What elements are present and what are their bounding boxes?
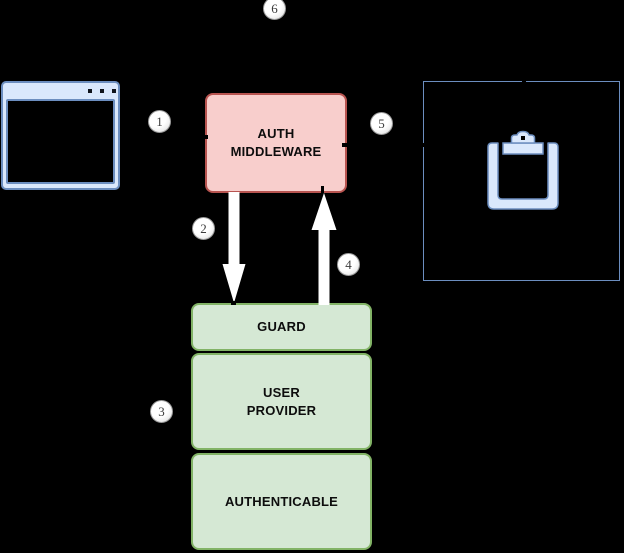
arrow-up-icon — [311, 193, 337, 305]
step-badge-6: 6 — [263, 0, 286, 20]
browser-window-icon — [1, 81, 120, 190]
node-authenticable-label: AUTHENTICABLE — [224, 493, 339, 509]
connector-stub — [231, 301, 236, 305]
window-button-icon — [112, 89, 116, 93]
window-button-icon — [88, 89, 92, 93]
browser-window-content — [6, 99, 115, 184]
connector-stub — [421, 143, 427, 147]
step-badge-1: 1 — [148, 110, 171, 133]
node-auth-middleware: AUTH MIDDLEWARE — [205, 93, 347, 193]
connector-stub — [321, 186, 324, 193]
step-badge-4: 4 — [337, 253, 360, 276]
session-panel — [423, 81, 620, 281]
node-authenticable: AUTHENTICABLE — [191, 453, 372, 550]
connector-stub — [202, 135, 208, 139]
node-guard-label: GUARD — [257, 319, 306, 334]
step-badge-3: 3 — [150, 400, 173, 423]
arrow-down-icon — [222, 192, 246, 303]
node-guard: GUARD — [191, 303, 372, 351]
connector-stub — [342, 143, 348, 147]
node-auth-middleware-label: AUTH MIDDLEWARE — [230, 126, 322, 159]
clipboard-icon — [487, 130, 559, 210]
step-badge-5: 5 — [370, 112, 393, 135]
step-badge-2: 2 — [192, 217, 215, 240]
node-user-provider: USER PROVIDER — [191, 353, 372, 450]
connector-stub — [522, 79, 526, 85]
node-user-provider-label: USER PROVIDER — [246, 384, 317, 418]
window-button-icon — [100, 89, 104, 93]
